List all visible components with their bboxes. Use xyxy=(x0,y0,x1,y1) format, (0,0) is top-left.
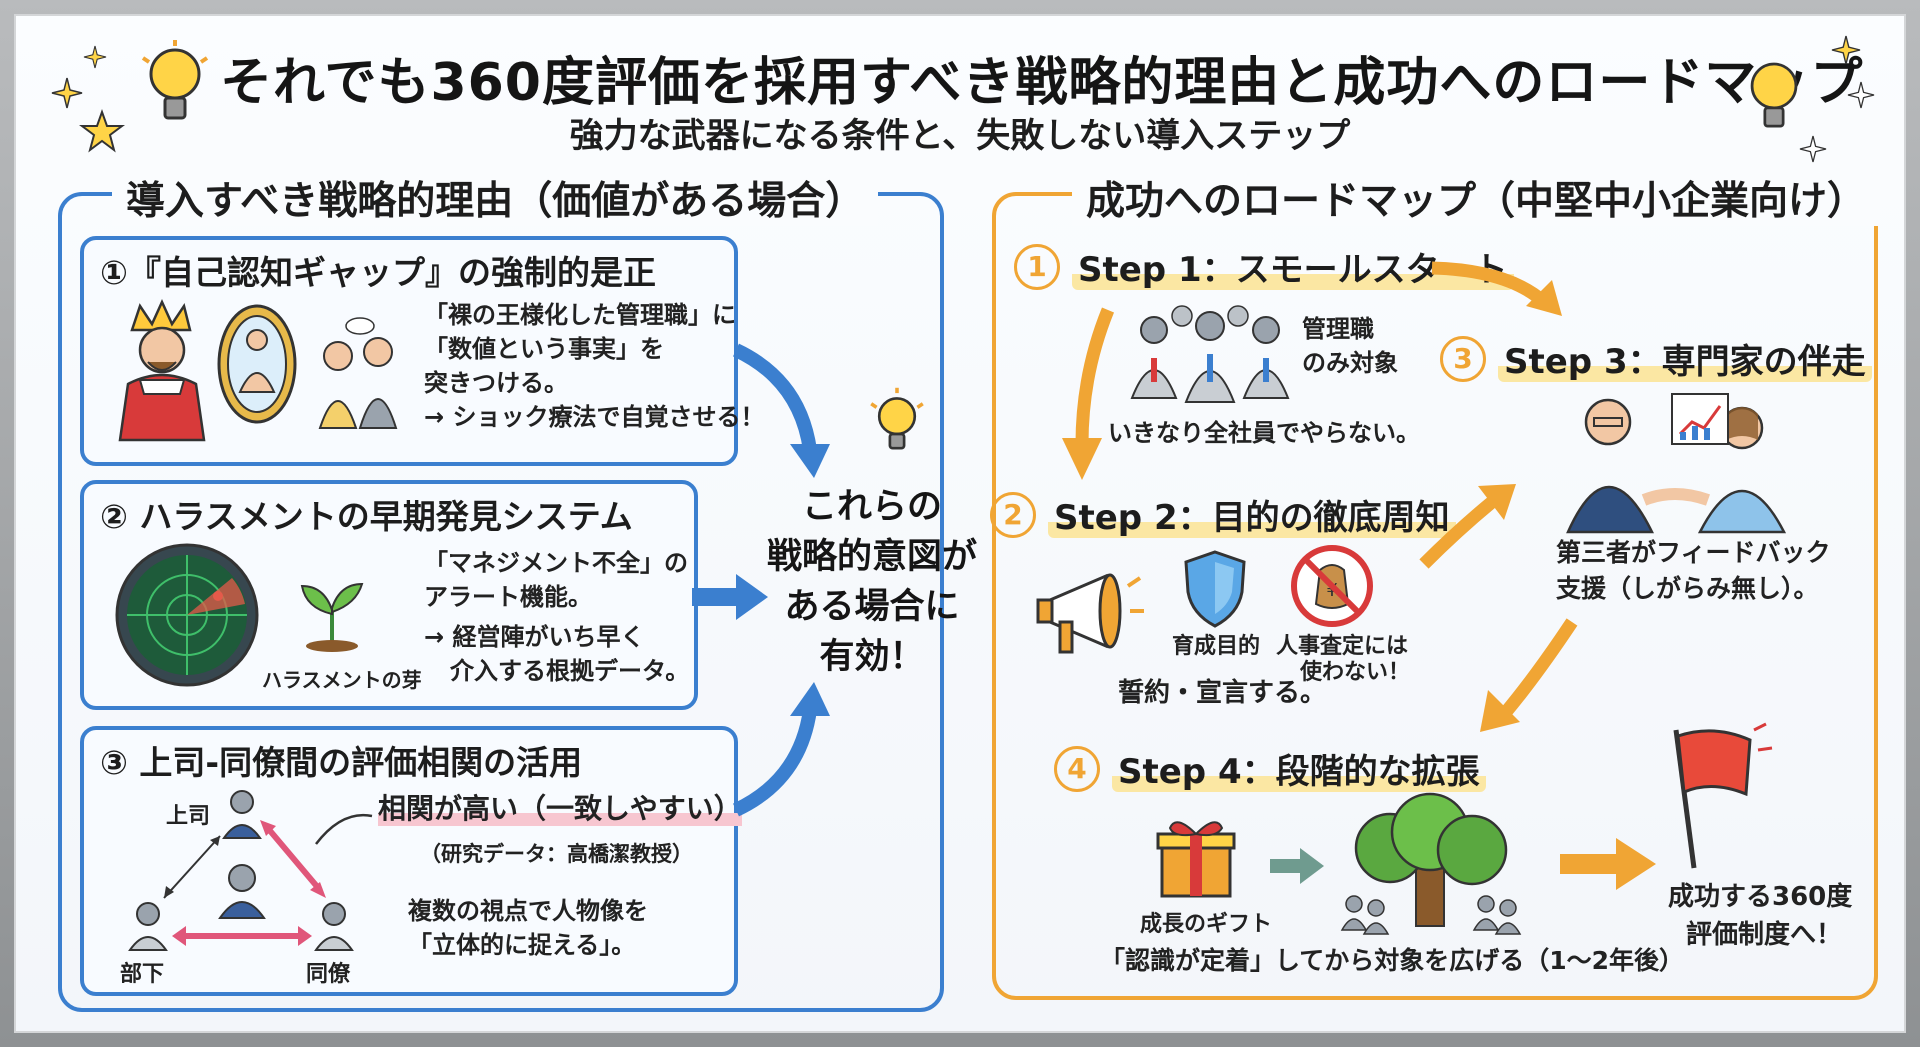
peer-person-icon xyxy=(314,902,354,951)
gift-icon xyxy=(1156,821,1236,898)
goal-line: 成功する360度 xyxy=(1668,882,1853,912)
subordinate-label: 部下 xyxy=(120,962,165,987)
center-message-line: ある場合に xyxy=(784,587,960,627)
king-icon xyxy=(118,298,206,442)
sparkle-icon xyxy=(1831,35,1861,65)
arrow-icon xyxy=(1480,618,1578,732)
peer-label: 同僚 xyxy=(306,962,351,987)
strategic-reasons-heading: 導入すべき戦略的理由（価値がある場合） xyxy=(112,170,879,226)
lightbulb-icon xyxy=(1750,62,1798,128)
reason-card-2-line: アラート機能。 xyxy=(424,583,592,611)
step-3-number: 3 xyxy=(1440,335,1486,382)
lightbulb-icon xyxy=(870,387,924,450)
reason-card-1-title: ①『自己認知ギャップ』の強制的是正 xyxy=(100,253,656,292)
reason-card-2-line: → 経営陣がいち早く xyxy=(424,623,645,651)
step-1-note: のみ対象 xyxy=(1302,349,1398,377)
sparkle-icon xyxy=(1847,81,1875,109)
reason-card-2-line: 介入する根拠データ。 xyxy=(450,657,690,685)
shield-icon xyxy=(1184,550,1246,628)
correlation-high-label: 相関が高い（一致しやすい） xyxy=(378,792,742,826)
svg-text:¥: ¥ xyxy=(1326,580,1337,601)
not-for-appraisal-label: 使わない！ xyxy=(1300,660,1411,685)
reason-card-1-line: 突きつける。 xyxy=(424,369,568,397)
self-person-icon xyxy=(218,864,266,919)
handshake-icon xyxy=(1566,393,1787,534)
center-message: これらの 戦略的意図が ある場合に 有効！ xyxy=(738,482,1006,682)
step-3-label: Step 3：専門家の伴走 xyxy=(1498,342,1872,382)
boss-label: 上司 xyxy=(166,804,211,829)
step-2-title: 2 Step 2：目的の徹底周知 xyxy=(990,490,1456,539)
step-3-title: 3 Step 3：専門家の伴走 xyxy=(1440,334,1872,383)
reason-card-2-line: 「マネジメント不全」の xyxy=(424,549,688,577)
step-1-number: 1 xyxy=(1014,243,1060,290)
mirror-icon xyxy=(217,304,297,424)
center-message-line: 戦略的意図が xyxy=(766,537,977,577)
step-2-number: 2 xyxy=(990,491,1036,538)
arrow-icon xyxy=(1062,307,1115,480)
expansion-note: 「認識が定着」してから対象を広げる（1〜2年後） xyxy=(1100,946,1685,975)
lightbulb-icon xyxy=(141,40,209,120)
purpose-label: 育成目的 xyxy=(1172,634,1261,659)
arrow-icon xyxy=(732,343,830,478)
arrow-icon xyxy=(1419,484,1516,569)
step-4-number: 4 xyxy=(1054,745,1100,792)
pledge-text: 誓約・宣言する。 xyxy=(1118,678,1327,708)
page-subtitle: 強力な武器になる条件と、失敗しない導入ステップ xyxy=(569,116,1351,156)
flag-icon xyxy=(1673,722,1773,869)
correlation-pointer-arrow xyxy=(315,813,373,845)
sprout-icon xyxy=(300,582,364,652)
sparkle-icon xyxy=(1799,135,1827,163)
sparkle-icon xyxy=(51,77,83,109)
center-message-line: これらの xyxy=(801,487,942,527)
managers-group-icon xyxy=(1130,305,1290,403)
megaphone-icon xyxy=(1036,573,1144,654)
boss-person-icon xyxy=(222,790,262,839)
tree-icon xyxy=(1340,792,1522,935)
reason-card-3-line: 「立体的に捉える」。 xyxy=(408,931,636,959)
subordinate-person-icon xyxy=(128,902,168,951)
research-source: （研究データ：高橋潔教授） xyxy=(420,842,693,866)
radar-icon xyxy=(115,543,259,687)
arrow-icon xyxy=(1270,848,1324,884)
worried-staff-icon xyxy=(318,317,398,429)
arrow-icon xyxy=(1560,838,1656,890)
step-3-line: 第三者がフィードバック xyxy=(1556,538,1831,567)
reason-card-1-line: 「裸の王様化した管理職」に xyxy=(424,301,736,329)
step-4-label: Step 4：段階的な拡張 xyxy=(1112,752,1486,792)
center-message-line: 有効！ xyxy=(819,637,925,677)
page-title: それでも360度評価を採用すべき戦略的理由と成功へのロードマップ xyxy=(220,53,1864,113)
star-icon xyxy=(79,109,125,153)
step-1-caution: いきなり全社員でやらない。 xyxy=(1108,419,1420,447)
reason-card-2-title: ② ハラスメントの早期発見システム xyxy=(100,497,633,536)
harassment-sprout-label: ハラスメントの芽 xyxy=(262,668,422,692)
step-2-label: Step 2：目的の徹底周知 xyxy=(1048,498,1456,538)
step-1-note: 管理職 xyxy=(1302,315,1374,343)
not-for-appraisal-label: 人事査定には xyxy=(1276,634,1409,659)
growth-gift-label: 成長のギフト xyxy=(1140,912,1273,937)
reason-card-1-line: 「数値という事実」を xyxy=(424,335,664,363)
no-money-icon: ¥ xyxy=(1291,545,1373,627)
reason-card-3-title: ③ 上司-同僚間の評価相関の活用 xyxy=(100,743,583,782)
roadmap-heading: 成功へのロードマップ（中堅中小企業向け） xyxy=(1072,170,1881,226)
step-3-line: 支援（しがらみ無し）。 xyxy=(1556,574,1819,603)
goal-line: 評価制度へ！ xyxy=(1686,920,1843,950)
reason-card-correlation xyxy=(80,726,738,996)
reason-card-3-line: 複数の視点で人物像を xyxy=(408,897,648,925)
reason-card-1-line: → ショック療法で自覚させる！ xyxy=(424,403,765,431)
step-4-title: 4 Step 4：段階的な拡張 xyxy=(1054,744,1486,793)
arrow-icon xyxy=(1431,261,1562,316)
arrow-icon xyxy=(732,682,830,817)
arrow-icon xyxy=(692,574,768,620)
evaluation-triangle-diagram xyxy=(128,790,354,951)
sparkle-icon xyxy=(83,45,107,69)
